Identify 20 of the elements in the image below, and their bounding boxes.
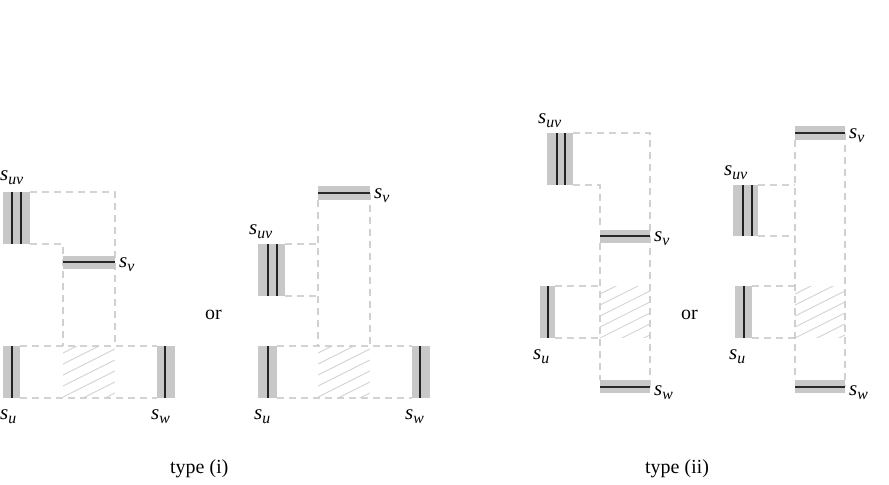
segment-label: s$_{u}$ bbox=[254, 402, 270, 423]
segment-label: s$_{w}$ bbox=[849, 378, 868, 399]
segment-label: s$_{v}$ bbox=[119, 250, 134, 271]
segment-label: s$_{uv}$ bbox=[249, 217, 272, 238]
segment-label: s$_{u}$ bbox=[0, 402, 16, 423]
caption-text: or bbox=[681, 303, 698, 323]
segment-label: s$_{uv}$ bbox=[538, 106, 562, 127]
segment-label: s$_{v}$ bbox=[374, 181, 390, 202]
segment-label: s$_{u}$ bbox=[729, 342, 746, 363]
segment-label: s$_{v}$ bbox=[654, 224, 670, 245]
segment-label: s$_{uv}$ bbox=[0, 163, 24, 184]
caption-text: or bbox=[205, 303, 222, 323]
segment-label: s$_{w}$ bbox=[151, 402, 170, 423]
caption-text: type (i) bbox=[170, 457, 228, 477]
segment-label: s$_{v}$ bbox=[849, 121, 864, 142]
segment-label: s$_{u}$ bbox=[533, 342, 550, 363]
segment-label: s$_{w}$ bbox=[654, 378, 673, 399]
caption-text: type (ii) bbox=[645, 457, 709, 477]
segment-label: s$_{uv}$ bbox=[724, 158, 748, 179]
segment-label: s$_{w}$ bbox=[405, 402, 424, 423]
